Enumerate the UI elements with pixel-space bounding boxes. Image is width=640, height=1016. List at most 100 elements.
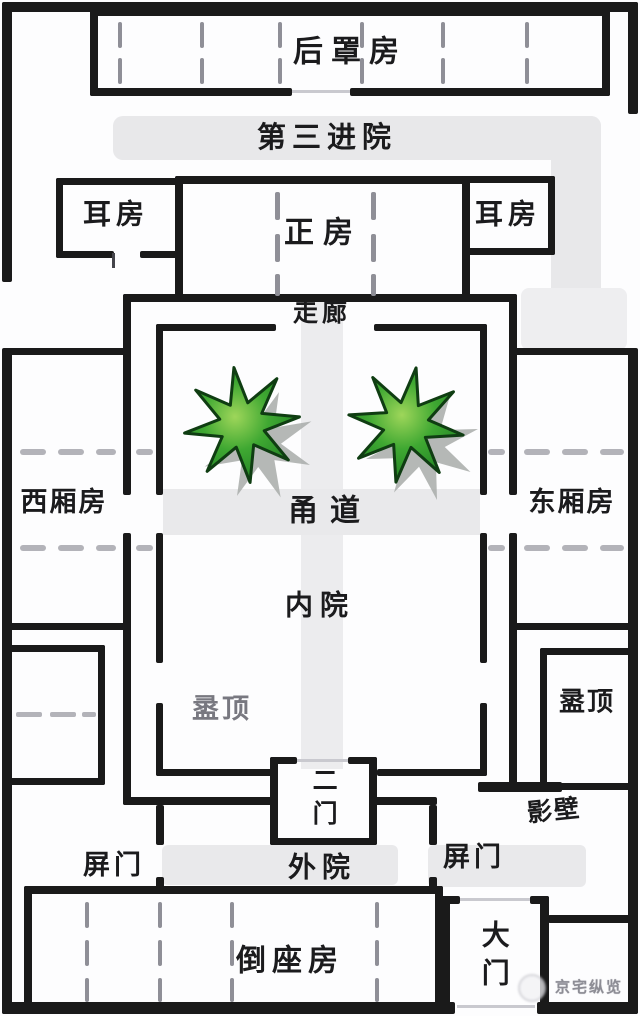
dash [275,274,280,296]
tree-leaves [183,366,301,484]
wall-outer-right-top [628,2,638,114]
outer-court-band-left [162,845,398,885]
label-ear-room-left: 耳房 [82,197,150,231]
right-side-band [551,116,601,306]
dash [525,58,529,84]
dash [230,902,234,928]
label-central-path: 甬道 [288,493,372,529]
dash [82,712,96,717]
label-second-gate: 二门 [309,767,339,833]
dash [136,449,153,455]
wall-earleft-bottom-b [140,251,178,258]
wall-gate-left-a [156,805,164,845]
label-inner-courtyard: 内院 [284,588,356,622]
label-screen-gate-right: 屏门 [443,841,505,873]
wall-rearhall-right [602,8,610,96]
dash [85,902,89,928]
label-ear-room-right: 耳房 [474,197,542,231]
wall-eastwing-bottom [513,623,632,630]
dash [275,234,280,262]
outer-court-band-right [428,845,586,887]
wall-earleft-top [56,178,178,185]
door-line-secondgate [297,759,348,762]
wall-earleft-bottom-a [56,251,114,258]
label-east-wing: 东厢房 [528,486,616,518]
dash [371,192,376,220]
label-main-hall: 正房 [284,215,362,251]
wall-rightbox-top [540,648,632,655]
yongdao-band-horizontal [163,489,480,535]
dash [562,449,588,455]
wall-outer-left-bottom [2,348,12,1014]
watermark-logo [518,974,546,1002]
dash [136,545,153,551]
label-outer-courtyard: 外院 [287,850,357,884]
dash [524,449,550,455]
wall-corridor-right-b [509,533,517,791]
wall-inner-right-c [480,703,487,776]
wall-leftbox-bottom [8,778,105,785]
door-line-maingate-bottom [457,1005,535,1008]
wall-maingate-left [441,896,450,1012]
wall-mainhall-top [175,176,470,184]
wall-outer-left-top [2,2,12,282]
wall-inner-left-c [156,703,163,776]
wall-corridor-bottom-right [375,797,437,805]
dash [562,545,588,551]
wall-westwing-bottom [8,623,131,630]
dash [96,545,116,551]
dash [50,712,76,717]
dash [158,978,162,1002]
wall-earright-right [548,176,555,255]
wall-corridor-left-b [123,533,131,805]
wall-rearhall-bottom-right [350,88,610,96]
dash [600,545,624,551]
dash [96,449,116,455]
wall-inner-left-a [156,324,163,495]
dash [278,58,282,84]
tree-icon-left [183,366,312,498]
wall-outer-right-bottom [628,348,638,1014]
wall-inner-top-right [374,324,487,331]
dash [200,22,204,48]
dash [230,940,234,966]
wall-earright-top [462,176,555,183]
dash [158,902,162,928]
wall-secondgate-bottom [270,838,377,845]
wall-forecourt-north [548,915,632,923]
wall-gate-right-a [429,805,437,845]
wall-inner-right-a [480,324,487,495]
label-screen-gate-left: 屏门 [83,849,145,881]
dash [118,58,122,84]
wall-mainhall-left [175,176,183,302]
dash [230,978,234,1002]
dash [600,449,624,455]
dash [278,22,282,48]
wall-reversed-right [435,886,443,1010]
label-reversed-rooms: 倒座房 [236,943,344,979]
wall-maingate-top-b [530,896,549,904]
wall-reversed-left [24,886,32,1010]
label-screen-wall: 影壁 [525,793,583,828]
wall-rearhall-bottom-left [90,88,292,96]
dash [85,978,89,1002]
wall-secondgate-left [270,757,278,845]
wall-inner-top-left [156,324,276,331]
wall-rightbox-bottom [540,783,632,790]
wall-inner-right-b [480,533,487,663]
dash [371,274,376,296]
dash [200,58,204,84]
wall-leftbox-top [8,645,105,652]
dash [441,22,445,48]
wall-earright-bottom [462,248,555,255]
dash [20,545,46,551]
wall-inner-left-b [156,533,163,663]
dash [488,449,505,455]
door-tick [112,253,115,268]
wall-reversed-top [24,886,443,894]
third-courtyard-band [113,116,601,160]
dash [58,545,84,551]
wall-maingate-top-a [441,896,460,904]
